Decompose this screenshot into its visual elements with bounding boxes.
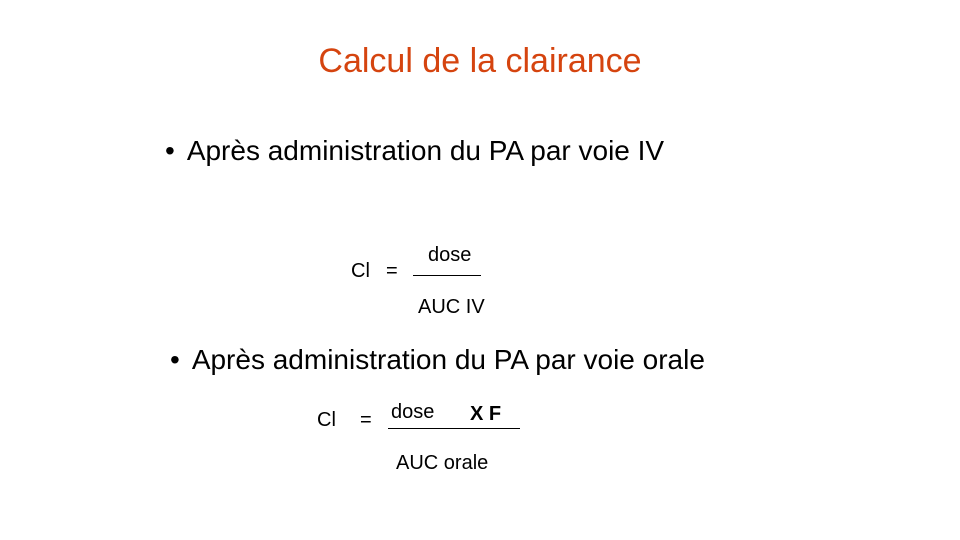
formula-oral-fraction-bar bbox=[388, 428, 520, 429]
bullet-iv: • Après administration du PA par voie IV bbox=[165, 134, 664, 168]
bullet-oral: • Après administration du PA par voie ora… bbox=[170, 343, 705, 377]
formula-iv-numerator: dose bbox=[428, 244, 472, 266]
formula-iv-fraction-bar bbox=[413, 275, 481, 276]
formula-oral-equals: = bbox=[360, 409, 372, 431]
formula-oral-denominator: AUC orale bbox=[396, 452, 489, 474]
bullet-symbol: • bbox=[170, 344, 180, 375]
bullet-iv-text: Après administration du PA par voie IV bbox=[186, 135, 665, 166]
formula-oral-numerator: dose bbox=[391, 401, 435, 423]
bullet-symbol: • bbox=[165, 135, 175, 166]
slide-title: Calcul de la clairance bbox=[318, 42, 642, 80]
formula-oral-lhs: Cl bbox=[317, 409, 336, 431]
bullet-oral-text: Après administration du PA par voie oral… bbox=[191, 344, 705, 375]
formula-oral-factor: X F bbox=[470, 403, 502, 425]
formula-iv-denominator: AUC IV bbox=[418, 296, 485, 318]
formula-iv-equals: = bbox=[386, 260, 398, 282]
formula-iv-lhs: Cl bbox=[351, 260, 370, 282]
